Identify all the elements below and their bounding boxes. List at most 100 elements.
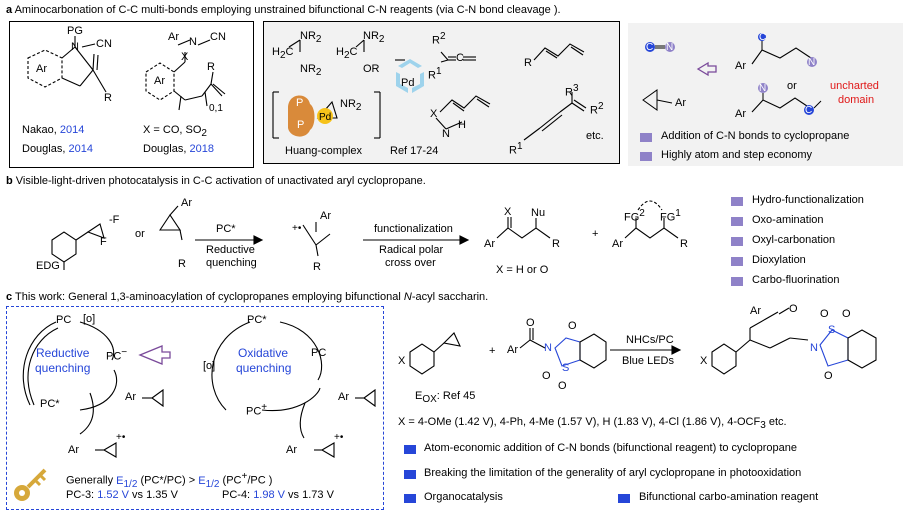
mol2-skeleton (145, 39, 226, 111)
h2c-b: H2C (336, 46, 358, 62)
section-b-skeletons (51, 200, 679, 270)
bullet-a1: Addition of C-N bonds to cyclopropane (661, 130, 850, 142)
mol1-pg: PG (67, 25, 83, 37)
b-f1: -F (109, 214, 120, 226)
mol2-r: R (207, 61, 215, 73)
catalyst-p2: P (297, 119, 305, 131)
c1-pc-star: PC* (40, 398, 60, 410)
bullet-square-a1 (640, 133, 652, 142)
ar-product-top: Ar (735, 60, 746, 72)
catalyst-nr2: NR2 (340, 98, 362, 114)
scheme-o-p2: O (842, 308, 851, 320)
c-bullet-square-2 (404, 470, 416, 479)
b-edg: EDG (36, 260, 60, 272)
nr2-a: NR2 (300, 30, 322, 46)
scheme-s: S (562, 362, 570, 374)
scheme-o-carbonyl: O (568, 320, 577, 332)
etc-label: etc. (586, 130, 604, 142)
reagent-c: C (646, 42, 654, 53)
ref-17-24: Ref 17-24 (390, 145, 439, 157)
c1-cation: +• (116, 432, 126, 443)
scheme-eox: EOX: Ref 45 (415, 390, 476, 406)
c-pc3-line: PC-3: 1.52 V vs 1.35 V (66, 489, 178, 501)
mol2-n: N (189, 36, 197, 48)
scheme-n: N (544, 342, 552, 354)
b-r2: R (313, 261, 321, 273)
diene-r: R (524, 57, 532, 69)
catalyst-pd: Pd (319, 112, 332, 123)
cite-nakao: Nakao, 2014 (22, 124, 85, 136)
c2-label-1: Oxidative (238, 346, 289, 360)
section-a-letter: a (6, 4, 13, 16)
mol2-ar-ring: Ar (154, 75, 165, 87)
b-reaction-5: Carbo-fluorination (752, 274, 840, 286)
scheme-conditions-bottom: Blue LEDs (622, 355, 674, 367)
n-product-top: N (808, 57, 816, 68)
enyne-r3: R3 (565, 83, 579, 99)
section-a-heading: a Aminocarbonation of C-C multi-bonds em… (6, 4, 561, 17)
c2-ar-cation: Ar (286, 444, 297, 456)
c1-ar: Ar (125, 391, 136, 403)
allene-c: C (456, 52, 464, 64)
domain-label: domain (838, 94, 875, 106)
c2-pc-star-top: PC* (247, 314, 267, 326)
b-bullet-square-2 (731, 217, 743, 226)
n-middle: N (442, 128, 450, 140)
or-right: or (787, 80, 797, 92)
c-bullet-square-3 (404, 494, 416, 503)
scheme-ar-product: Ar (750, 305, 761, 317)
b-reductive: Reductive (206, 244, 255, 256)
section-b-heading: b Visible-light-driven photocatalysis in… (6, 175, 426, 187)
c-bullet-square-4 (618, 494, 630, 503)
b-x: X (504, 206, 512, 218)
huang-complex-catalyst (288, 95, 333, 137)
scheme-o-s2: O (558, 380, 567, 392)
c1-label-1: Reductive (36, 346, 90, 360)
mol2-ar: Ar (168, 31, 179, 43)
section-a-heading-text: Aminocarbonation of C-C multi-bonds empl… (14, 4, 561, 16)
c1-label-2: quenching (35, 361, 91, 375)
mol1-ar: Ar (36, 63, 47, 75)
catalyst-p1: P (296, 97, 304, 109)
cite-douglas-2014: Douglas, 2014 (22, 143, 93, 155)
nr2-c: NR2 (363, 30, 385, 46)
scheme-s-product: S (828, 324, 836, 336)
scheme-o1: O (526, 317, 535, 329)
scheme-x1: X (398, 355, 406, 367)
scheme-skeletons (409, 307, 877, 375)
b-bullet-square-3 (731, 237, 743, 246)
b-cross-over: cross over (385, 257, 436, 269)
b-r3: R (552, 238, 560, 250)
h2c-a: H2C (272, 46, 294, 62)
scheme-o-s1: O (542, 370, 551, 382)
c-bullet-2: Breaking the limitation of the generalit… (424, 467, 802, 479)
c-bullet-square-1 (404, 445, 416, 454)
section-c-dashed-box (6, 306, 384, 510)
mol1-cn: CN (96, 38, 112, 50)
x-middle: X (430, 108, 438, 120)
scheme-x2: X (700, 355, 708, 367)
allene-r2: R2 (432, 31, 446, 47)
c1-o: [o] (83, 313, 96, 325)
scheme-n-product: N (810, 342, 818, 354)
c-product-top: C (759, 32, 767, 43)
scheme-ar-acyl: Ar (507, 344, 518, 356)
nr2-b: NR2 (300, 63, 322, 79)
enyne-r2: R2 (590, 101, 604, 117)
c-bullet-4: Bifunctional carbo-amination reagent (639, 491, 819, 503)
mol2-cn: CN (210, 31, 226, 43)
b-radical-polar: Radical polar (379, 244, 444, 256)
scheme-o-product: O (789, 303, 798, 315)
b-r1: R (178, 258, 186, 270)
key-icon (14, 468, 47, 501)
allene-r1: R1 (428, 66, 442, 82)
mol1-n: N (71, 41, 79, 53)
b-functionalization: functionalization (374, 223, 453, 235)
b-ar3: Ar (484, 238, 495, 250)
middle-skeletons (272, 39, 587, 141)
c-bullet-1: Atom-economic addition of C-N bonds (bif… (424, 442, 797, 454)
c-pc4-line: PC-4: 1.98 V vs 1.73 V (222, 489, 334, 501)
b-r4: R (680, 238, 688, 250)
b-reaction-4: Dioxylation (752, 254, 806, 266)
c2-cation: +• (334, 432, 344, 443)
